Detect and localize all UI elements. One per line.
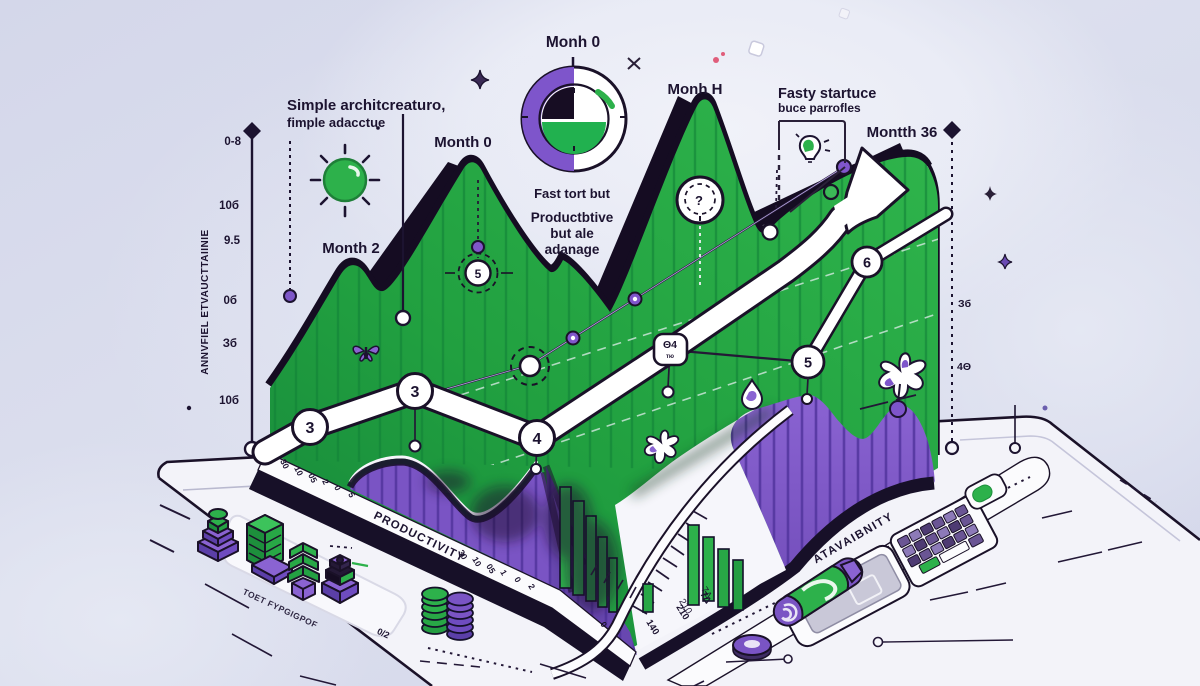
svg-text:0: 0 bbox=[598, 620, 609, 630]
svg-text:Зб: Зб bbox=[958, 298, 972, 310]
svg-text:10б: 10б bbox=[219, 395, 239, 407]
svg-text:05: 05 bbox=[306, 471, 319, 484]
svg-text:2: 2 bbox=[526, 582, 537, 591]
svg-text:Fasty startuce: Fasty startuce bbox=[778, 86, 876, 102]
svg-text:3: 3 bbox=[411, 384, 420, 401]
svg-text:Montth 36: Montth 36 bbox=[867, 124, 938, 141]
svg-text:5: 5 bbox=[346, 490, 357, 499]
svg-text:3: 3 bbox=[306, 420, 315, 437]
svg-text:0: 0 bbox=[332, 483, 343, 492]
svg-text:Productbtive: Productbtive bbox=[531, 210, 614, 225]
svg-text:Month 2: Month 2 bbox=[322, 240, 380, 257]
svg-text:Simple architcreaturo,: Simple architcreaturo, bbox=[287, 97, 445, 114]
svg-text:30: 30 bbox=[278, 457, 291, 470]
svg-text:1: 1 bbox=[498, 568, 509, 577]
svg-text:5: 5 bbox=[804, 356, 812, 372]
svg-text:0-8: 0-8 bbox=[224, 136, 241, 148]
svg-text:6: 6 bbox=[863, 256, 871, 272]
svg-text:Θ4: Θ4 bbox=[663, 339, 677, 351]
svg-text:0: 0 bbox=[512, 575, 523, 584]
svg-text:05: 05 bbox=[484, 562, 498, 575]
svg-text:adanage: adanage bbox=[545, 242, 600, 257]
svg-text:Зб: Зб bbox=[223, 338, 237, 350]
svg-text:2: 2 bbox=[320, 477, 331, 486]
svg-text:10: 10 bbox=[292, 464, 305, 477]
svg-text:?: ? bbox=[695, 193, 703, 208]
svg-text:0/2: 0/2 bbox=[375, 626, 391, 640]
svg-text:4Θ: 4Θ bbox=[957, 361, 971, 373]
svg-text:10: 10 bbox=[470, 555, 484, 568]
svg-text:fimple adacctue: fimple adacctue bbox=[287, 115, 385, 130]
svg-text:but ale: but ale bbox=[550, 226, 594, 241]
svg-text:9.5: 9.5 bbox=[224, 235, 241, 247]
svg-text:Month 0: Month 0 bbox=[434, 134, 492, 151]
svg-text:10б: 10б bbox=[219, 200, 239, 212]
svg-text:4: 4 bbox=[533, 431, 542, 448]
svg-text:0б: 0б bbox=[224, 295, 238, 307]
svg-text:Monh H: Monh H bbox=[668, 81, 723, 98]
svg-text:Fast tort but: Fast tort but bbox=[534, 186, 610, 201]
svg-text:ANNVFIEL ETVAUCTTAIINIE: ANNVFIEL ETVAUCTTAIINIE bbox=[200, 229, 211, 374]
svg-text:buce parrofles: buce parrofles bbox=[778, 101, 861, 115]
svg-text:30: 30 bbox=[456, 548, 470, 561]
svg-text:Monh 0: Monh 0 bbox=[546, 34, 600, 51]
svg-text:5: 5 bbox=[475, 267, 482, 281]
svg-text:тю: тю bbox=[666, 354, 674, 360]
